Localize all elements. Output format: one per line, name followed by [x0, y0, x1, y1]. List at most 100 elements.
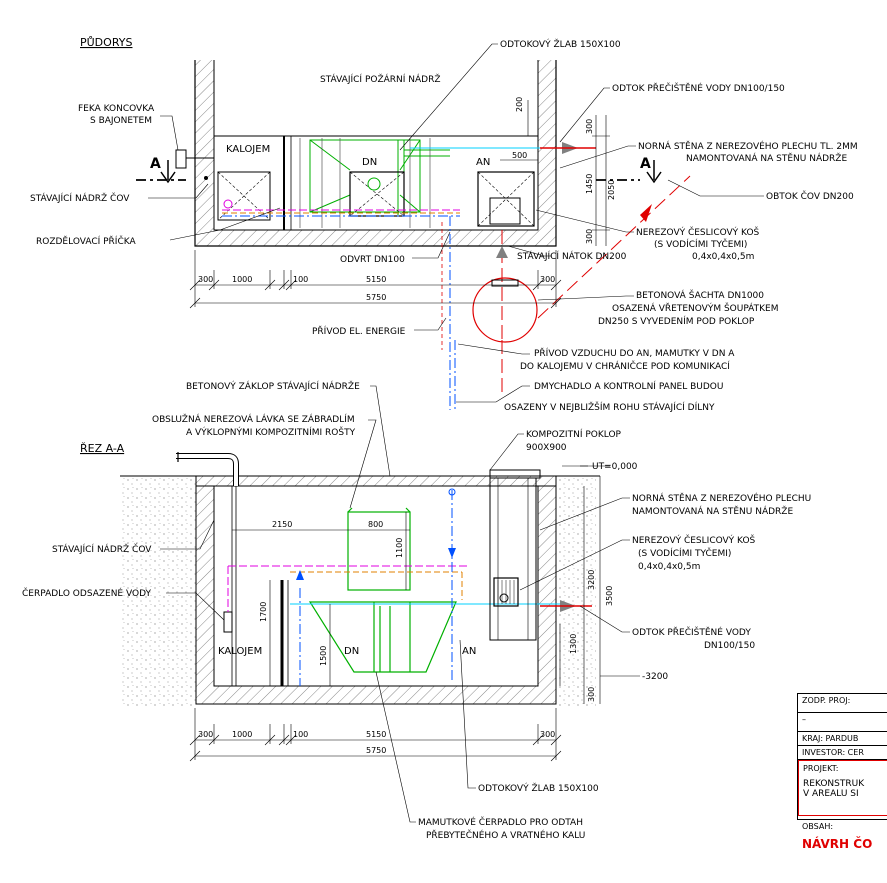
label-section-baffle-2: NAMONTOVANÁ NA STĚNU NÁDRŽE [632, 505, 793, 517]
label-section-trough: ODTOKOVÝ ŽLAB 150X100 [478, 782, 599, 794]
tb-content-label: OBSAH: [802, 822, 834, 831]
label-section-basket-1: NEREZOVÝ ČESLICOVÝ KOŠ [632, 534, 756, 546]
section-dim-100: 100 [293, 730, 308, 739]
section-dim-800: 800 [368, 520, 383, 529]
tb-content-title: NÁVRH ČO [802, 837, 873, 851]
label-ut-low: -3200 [642, 672, 668, 682]
plan-dim-2050: 2050 [607, 180, 616, 200]
plan-mamut-icon [367, 177, 381, 191]
section-marker-right: A [596, 156, 662, 184]
label-section-basket-2: (S VODÍCÍMI TYČEMI) [638, 547, 731, 559]
tb-project-label: PROJEKT: [803, 764, 839, 773]
label-power-supply: PŘÍVOD EL. ENERGIE [312, 325, 406, 337]
label-existing-tank: STÁVAJÍCÍ NÁDRŽ ČOV [30, 192, 130, 204]
label-section-outlet-2: DN100/150 [704, 641, 755, 651]
section-dim-300v: 300 [587, 687, 596, 702]
label-shaft-1: BETONOVÁ ŠACHTA DN1000 [636, 289, 764, 301]
plan-dim-1450: 1450 [585, 174, 594, 194]
label-air-supply-1: PŘÍVOD VZDUCHU DO AN, MAMUTKY V DN A [534, 347, 735, 359]
section-dim-1700: 1700 [259, 602, 268, 622]
plan-dim-100: 100 [293, 275, 308, 284]
plan-dim-300c: 300 [585, 119, 594, 134]
label-section-existing-tank: STÁVAJÍCÍ NÁDRŽ ČOV [52, 543, 152, 555]
section-view: ŘEZ A-A [22, 380, 811, 841]
plan-shaft-circle [472, 277, 538, 343]
soil-left [120, 476, 196, 706]
soil-right [556, 476, 596, 706]
label-plan-baffle-2: NAMONTOVANÁ NA STĚNU NÁDRŽE [686, 152, 847, 164]
existing-fire-tank-label: STÁVAJÍCÍ POŽÁRNÍ NÁDRŽ [320, 73, 441, 85]
label-concrete-lid: BETONOVÝ ZÁKLOP STÁVAJÍCÍ NÁDRŽE [186, 380, 360, 392]
section-dim-5150: 5150 [366, 730, 386, 739]
section-zone-kalojem: KALOJEM [218, 646, 262, 657]
plan-kalojem-box [217, 171, 271, 221]
section-dim-300a: 300 [198, 730, 213, 739]
label-cover-2: 900X900 [526, 443, 567, 453]
plan-zone-an: AN [476, 157, 490, 168]
section-dim-1500: 1500 [319, 646, 328, 666]
label-mamut-2: PŘEBYTEČNÉHO A VRATNÉHO KALU [426, 829, 585, 841]
label-existing-inlet: STÁVAJÍCÍ NÁTOK DN200 [517, 250, 627, 262]
plan-zone-kalojem: KALOJEM [226, 144, 270, 155]
plan-inlet-arrow [496, 246, 508, 258]
title-block: ZODP. PROJ: – KRAJ: PARDUB INVESTOR: CER… [797, 693, 887, 851]
section-walls [195, 475, 557, 705]
label-section-baffle-1: NORNÁ STĚNA Z NEREZOVÉHO PLECHU [632, 492, 811, 504]
plan-pump-icon [223, 199, 233, 209]
section-zone-an: AN [462, 646, 476, 657]
label-section-outlet-1: ODTOK PŘEČIŠTĚNÉ VODY [632, 626, 751, 638]
plan-title: PŮDORYS [80, 36, 132, 49]
section-dim-5750: 5750 [366, 746, 386, 755]
section-dimensions [189, 465, 640, 762]
plan-view: PŮDORYS STÁVAJÍCÍ POŽÁRNÍ NÁDRŽ [30, 36, 858, 413]
label-mamut-1: MAMUTKOVÉ ČERPADLO PRO ODTAH [418, 816, 583, 828]
plan-dim-5150: 5150 [366, 275, 386, 284]
plan-dim-1000: 1000 [232, 275, 252, 284]
section-dim-1300: 1300 [569, 634, 578, 654]
label-blower-1: DMYCHADLO A KONTROLNÍ PANEL BUDOU [534, 380, 723, 392]
section-walkway [308, 507, 457, 673]
tb-dash: – [798, 713, 887, 732]
plan-an-box [477, 171, 535, 227]
label-odvrt: ODVRT DN100 [340, 255, 405, 265]
label-plan-basket-1: NEREZOVÝ ČESLICOVÝ KOŠ [636, 226, 760, 238]
plan-dim-300a: 300 [198, 275, 213, 284]
label-partition: ROZDĚLOVACÍ PŘÍČKA [36, 235, 136, 247]
plan-zone-dn: DN [362, 157, 377, 168]
plan-bypass-line [537, 175, 691, 319]
section-dim-1000: 1000 [232, 730, 252, 739]
plan-leaders [148, 43, 764, 403]
plan-dim-500: 500 [512, 151, 527, 160]
section-zone-dn: DN [344, 646, 359, 657]
concrete-lid [195, 475, 557, 487]
tb-project-line-2: V AREÁLU SI [803, 789, 859, 799]
tb-investor: INVESTOR: CER [798, 746, 887, 760]
plan-dim-300d: 300 [585, 229, 594, 244]
section-dim-2150: 2150 [272, 520, 292, 529]
section-dim-1100: 1100 [395, 538, 404, 558]
label-shaft-3: DN250 S VYVEDENÍM POD POKLOP [598, 315, 755, 327]
section-shaft-column [489, 477, 537, 641]
label-blower-2: OSAZENY V NEJBLIŽŠÍM ROHU STÁVAJÍCÍ DÍLN… [504, 401, 715, 413]
plan-dn-box [349, 171, 405, 217]
label-bypass: OBTOK ČOV DN200 [766, 190, 854, 202]
label-feka-1: FEKA KONCOVKA [78, 104, 155, 114]
plan-dim-300b: 300 [540, 275, 555, 284]
label-feka-2: S BAJONETEM [90, 116, 152, 126]
section-title: ŘEZ A-A [80, 442, 125, 455]
section-dim-3500: 3500 [605, 586, 614, 606]
tb-project-line-1: REKONSTRUK [803, 779, 865, 789]
label-section-basket-3: 0,4x0,4x0,5m [638, 562, 700, 572]
label-plan-outlet: ODTOK PŘEČIŠTĚNÉ VODY DN100/150 [612, 82, 785, 94]
section-leaders [160, 385, 630, 823]
tb-project: PROJEKT: REKONSTRUK V AREÁLU SI [798, 760, 887, 816]
label-walkway-2: A VÝKLOPNÝMI KOMPOZITNÍMI ROŠTY [186, 426, 356, 438]
plan-dimensions [189, 100, 610, 309]
tb-responsible: ZODP. PROJ: [798, 694, 887, 713]
section-dim-300b: 300 [540, 730, 555, 739]
section-basket [493, 577, 519, 607]
label-plan-baffle-1: NORNÁ STĚNA Z NEREZOVÉHO PLECHU TL. 2MM [638, 140, 858, 152]
tb-region: KRAJ: PARDUB [798, 732, 887, 746]
plan-dim-200: 200 [515, 97, 524, 112]
